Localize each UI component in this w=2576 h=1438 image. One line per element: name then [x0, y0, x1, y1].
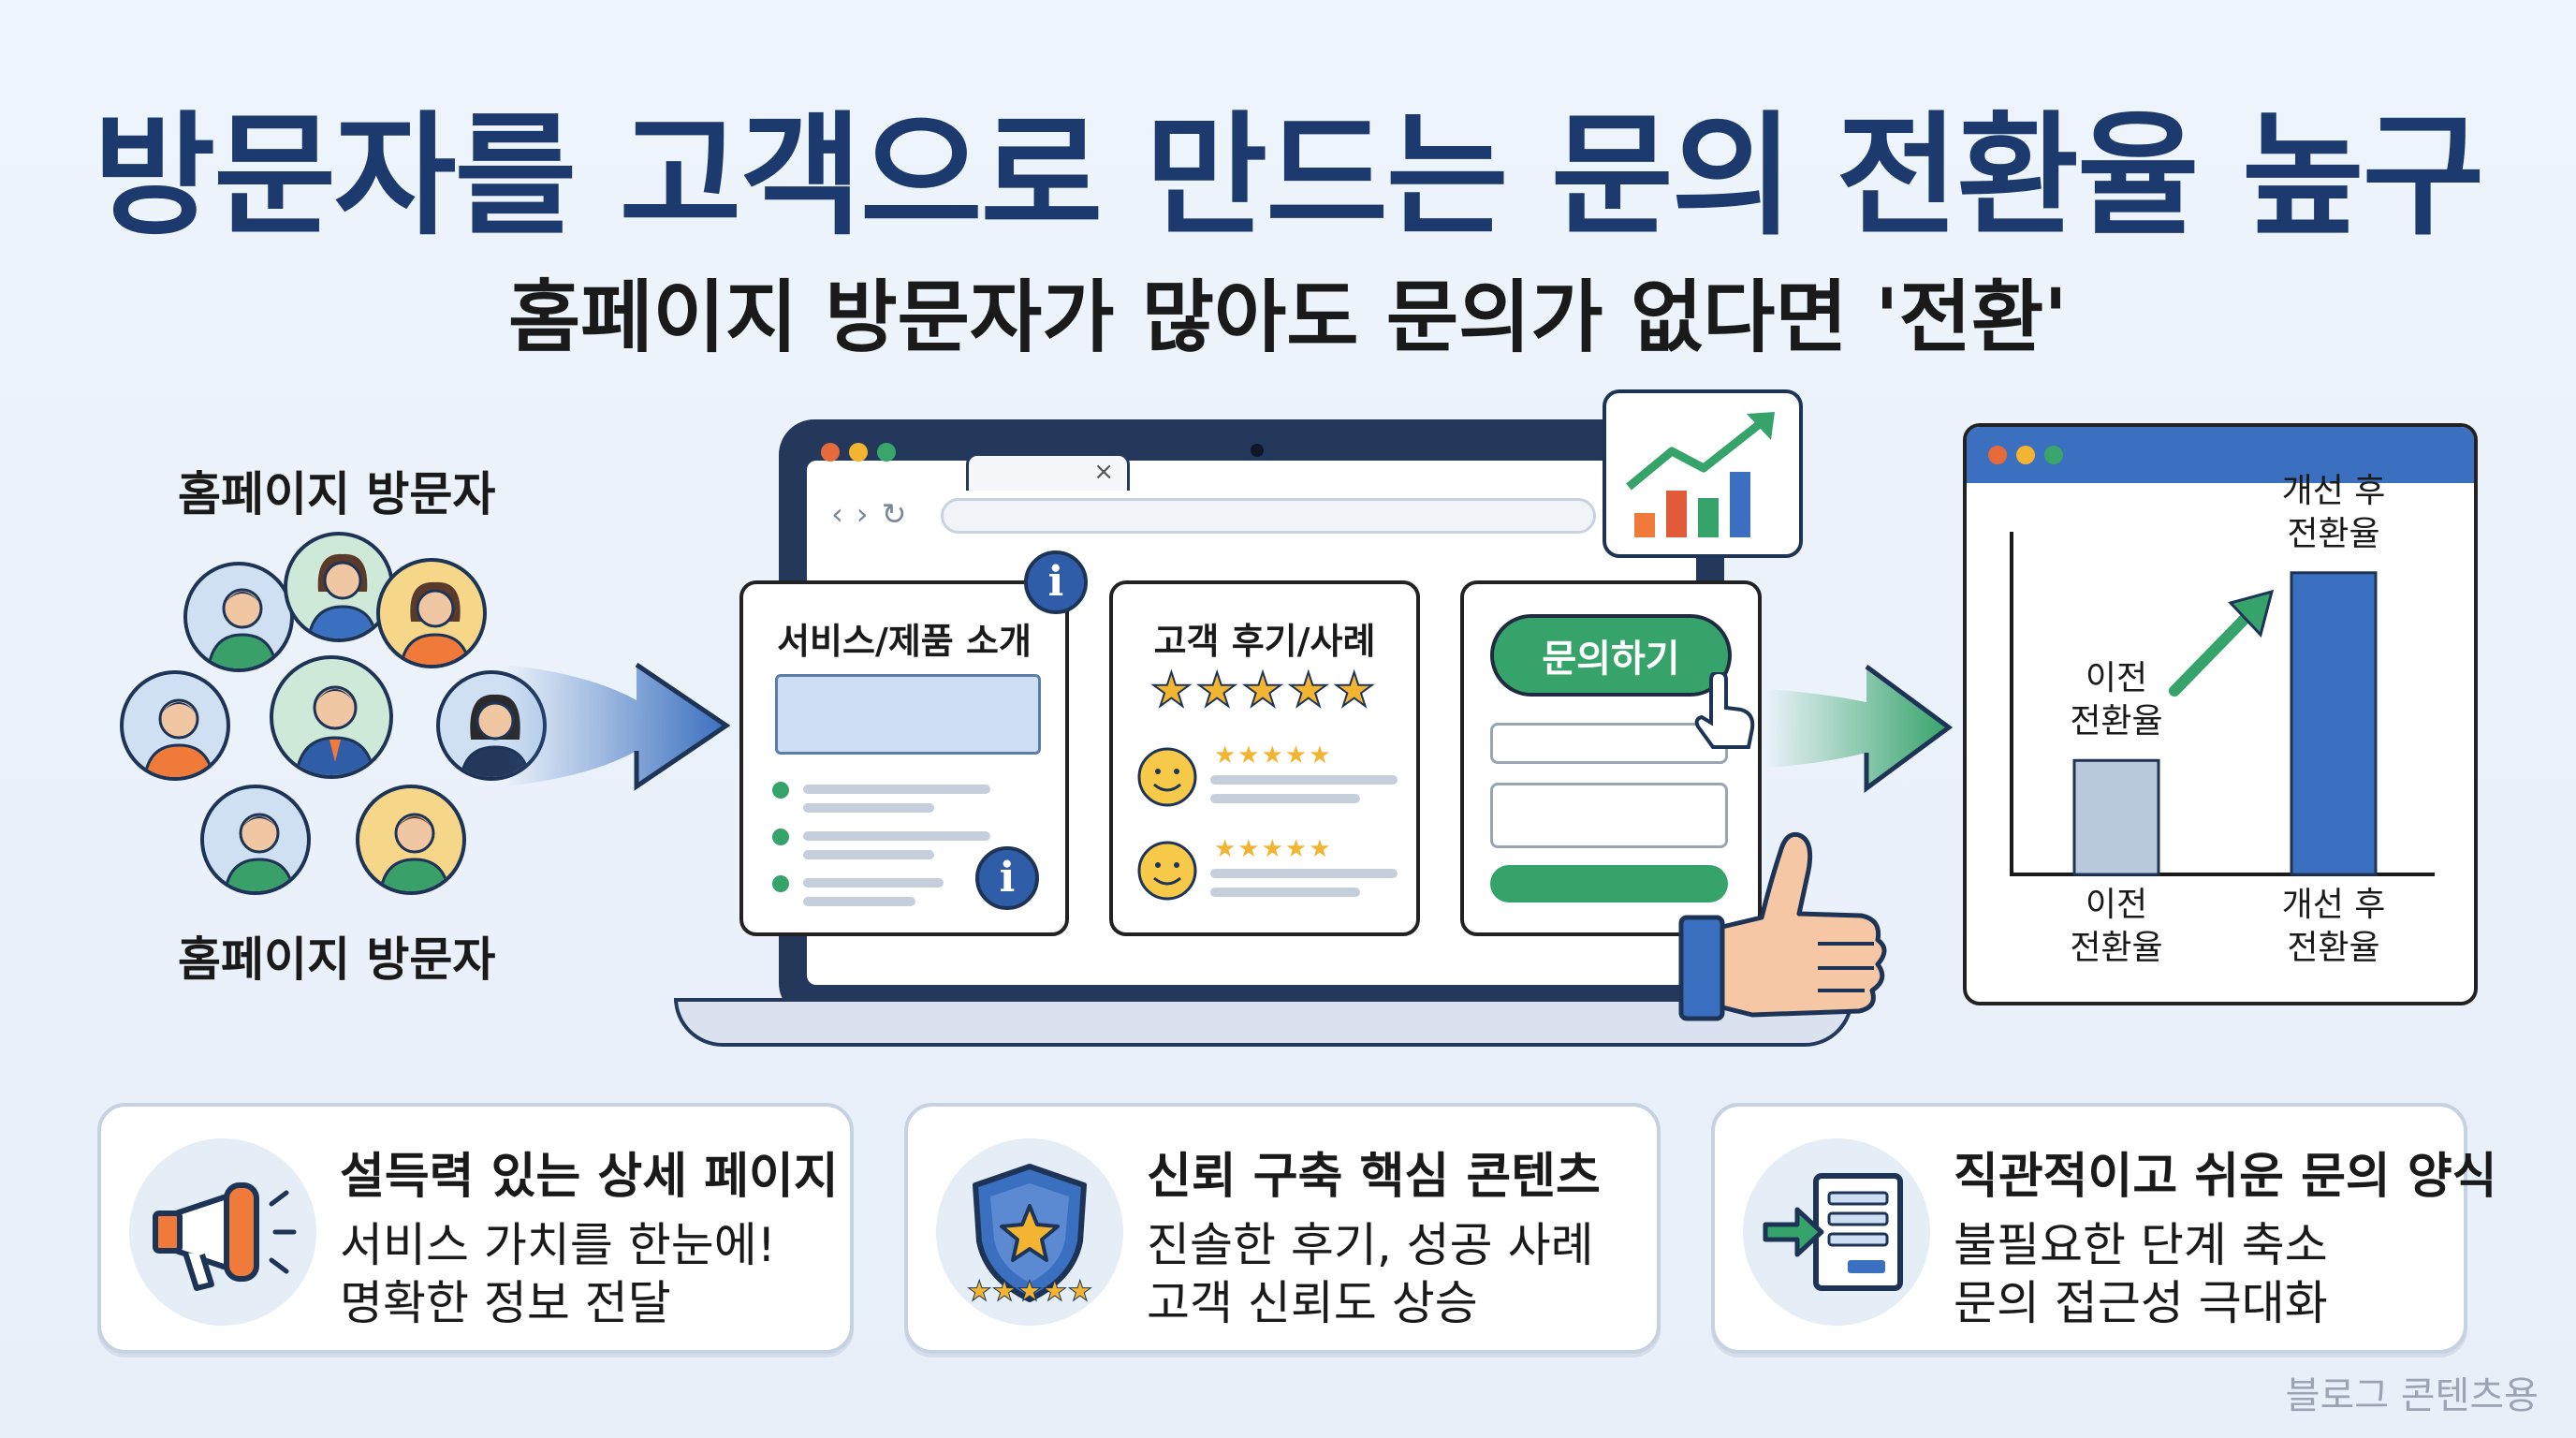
- feature-card-detail-page: 설득력 있는 상세 페이지 서비스 가치를 한눈에! 명확한 정보 전달: [97, 1103, 854, 1354]
- conversion-bar-chart: [2010, 532, 2435, 876]
- rating-stars: ★★★★★: [1149, 662, 1380, 718]
- visitor-avatar: [356, 785, 466, 895]
- service-card[interactable]: 서비스/제품 소개 i: [739, 580, 1069, 936]
- image-placeholder: [775, 674, 1041, 755]
- flow-arrow-green: [1765, 664, 1953, 793]
- browser-tab[interactable]: ×: [966, 453, 1130, 491]
- feature-line: 진솔한 후기, 성공 사례: [1147, 1218, 1594, 1272]
- address-bar[interactable]: [941, 498, 1596, 534]
- chart-bar-label: 개선 후 전환율: [2281, 471, 2386, 553]
- visitor-avatar: [284, 532, 394, 642]
- form-submit-bar[interactable]: [1490, 865, 1728, 902]
- feature-line: 고객 신뢰도 상승: [1147, 1276, 1478, 1330]
- feature-line: 문의 접근성 극대화: [1954, 1276, 2328, 1330]
- info-icon-top[interactable]: i: [1024, 550, 1088, 614]
- chart-bar: [2290, 571, 2378, 876]
- visitor-avatar: [120, 670, 230, 781]
- laptop-base: [674, 998, 1853, 1047]
- chart-tick-label: 개선 후 전환율: [2281, 886, 2386, 967]
- visitor-label-bottom: 홈페이지 방문자: [178, 932, 496, 987]
- rating-stars: ★★★★★: [1214, 741, 1333, 770]
- review-list: [1137, 747, 1398, 901]
- feature-line: 서비스 가치를 한눈에!: [340, 1218, 776, 1272]
- feature-line: 명확한 정보 전달: [340, 1276, 671, 1330]
- info-icon[interactable]: i: [975, 846, 1039, 910]
- footer-note: 블로그 콘텐츠용: [2285, 1374, 2539, 1417]
- chart-tick-label: 이전 전환율: [2070, 886, 2163, 967]
- thumbs-up-icon: [1678, 831, 1887, 1021]
- chart-bar: [2072, 758, 2160, 876]
- service-card-title: 서비스/제품 소개: [777, 621, 1032, 662]
- rating-stars: ★★★★★: [966, 1275, 1093, 1309]
- review-card[interactable]: 고객 후기/사례 ★★★★★ ★★★★★ ★★★★★: [1109, 580, 1420, 936]
- form-arrow-icon: [1743, 1138, 1930, 1326]
- window-controls: [821, 443, 896, 462]
- visitor-avatar: [183, 562, 294, 672]
- page-subtitle: 홈페이지 방문자가 많아도 문의가 없다면 '전환': [508, 271, 2068, 363]
- page-title: 방문자를 고객으로 만드는 문의 전환율 높구: [93, 99, 2485, 254]
- trend-chart-icon: [1603, 389, 1803, 558]
- megaphone-icon: [129, 1138, 316, 1326]
- chart-bar-label: 이전 전환율: [2070, 659, 2163, 741]
- visitor-avatar: [200, 785, 311, 895]
- feature-card-trust-content: ★★★★★ 신뢰 구축 핵심 콘텐츠 진솔한 후기, 성공 사례 고객 신뢰도 …: [904, 1103, 1661, 1354]
- inquiry-button[interactable]: 문의하기: [1490, 614, 1732, 697]
- visitor-avatar: [270, 655, 393, 779]
- flow-arrow-blue: [505, 662, 730, 791]
- visitor-avatar: [376, 558, 487, 668]
- pointer-hand-icon: [1694, 672, 1755, 749]
- feature-card-inquiry-form: 직관적이고 쉬운 문의 양식 불필요한 단계 축소 문의 접근성 극대화: [1711, 1103, 2497, 1354]
- rating-stars: ★★★★★: [1214, 835, 1333, 863]
- feature-title: 신뢰 구축 핵심 콘텐츠: [1147, 1149, 1601, 1205]
- visitor-label-top: 홈페이지 방문자: [178, 467, 496, 521]
- window-controls: [1988, 446, 2063, 464]
- shield-star-icon: ★★★★★: [936, 1138, 1123, 1326]
- browser-nav-icons[interactable]: ‹›↻: [831, 496, 920, 532]
- growth-arrow-head: [2228, 589, 2275, 638]
- growth-arrow: [2169, 610, 2253, 697]
- review-card-title: 고객 후기/사례: [1153, 621, 1376, 662]
- form-field[interactable]: [1490, 783, 1728, 848]
- bullet-list: [772, 782, 990, 906]
- form-field[interactable]: [1490, 723, 1728, 764]
- feature-title: 직관적이고 쉬운 문의 양식: [1954, 1149, 2497, 1205]
- webcam: [1251, 444, 1264, 457]
- close-icon[interactable]: ×: [1093, 458, 1114, 486]
- feature-title: 설득력 있는 상세 페이지: [340, 1149, 839, 1205]
- feature-line: 불필요한 단계 축소: [1954, 1218, 2328, 1272]
